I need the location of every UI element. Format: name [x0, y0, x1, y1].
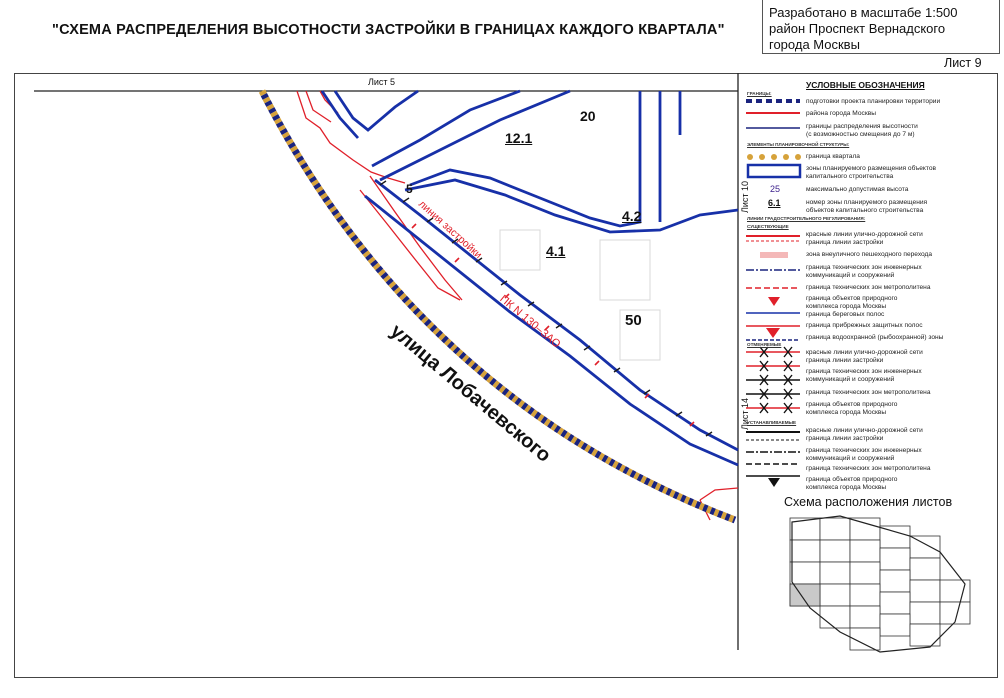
sheet-number: Лист 9: [944, 56, 982, 70]
sheet-ref-top: Лист 5: [368, 77, 396, 87]
legend-item-red-lines: красные линии улично-дорожной сети: [806, 231, 923, 238]
legend-item-tech-zones-2: коммуникаций и сооружений: [806, 272, 895, 279]
legend-item-cancel-nature-2: комплекса города Москвы: [806, 409, 887, 416]
legend-item-est-nature: граница объектов природного: [806, 476, 898, 483]
height-label-5: 5: [406, 182, 413, 196]
legend-item-quarter-border: граница квартала: [806, 153, 860, 160]
legend-item-tech-zones: граница технических зон инженерных: [806, 264, 922, 271]
legend-item-cancel-tech-2: коммуникаций и сооружений: [806, 376, 895, 383]
legend-title: УСЛОВНЫЕ ОБОЗНАЧЕНИЯ: [806, 80, 925, 90]
legend-item-building-line: граница линии застройки: [806, 239, 884, 246]
legend-item-pedestrian: зона внеуличного пешеходного перехода: [806, 251, 933, 258]
legend-item-est-metro: граница технических зон метрополитена: [806, 465, 931, 472]
legend-item-zone-number-2: объектов капитального строительства: [806, 207, 924, 214]
legend-item-cancel-tech: граница технических зон инженерных: [806, 368, 922, 375]
legend-item-zone-2: капитального строительства: [806, 173, 894, 180]
height-label-20: 20: [580, 108, 596, 124]
legend-symbols-established: [746, 431, 800, 487]
sheet-layout-diagram: [789, 515, 971, 653]
legend-section-borders: ГРАНИЦЫ:: [747, 91, 772, 96]
building-line-ticks: [379, 180, 713, 437]
legend-item-est-tech-2: коммуникаций и сооружений: [806, 455, 895, 462]
legend-item-nature-2: комплекса города Москвы: [806, 303, 887, 310]
quarter-boundary-gold: [258, 89, 737, 524]
legend-item-nature: граница объектов природного: [806, 295, 898, 302]
map-frame: [14, 73, 998, 678]
legend-section-lines: ЛИНИИ ГРАДОСТРОИТЕЛЬНОГО РЕГУЛИРОВАНИЯ:: [747, 216, 866, 221]
page-title: "СХЕМА РАСПРЕДЕЛЕНИЯ ВЫСОТНОСТИ ЗАСТРОЙК…: [52, 22, 725, 38]
legend-item-zone: зоны планируемого размещения объектов: [806, 165, 936, 172]
legend-item-zone-number: номер зоны планируемого размещения: [806, 199, 928, 206]
stamp-line-district: район Проспект Вернадского: [769, 21, 946, 36]
legend-item-est-tech: граница технических зон инженерных: [806, 447, 922, 454]
sheet-layout-title: Схема расположения листов: [784, 495, 953, 509]
legend-item-est-red: красные линии улично-дорожной сети: [806, 427, 923, 434]
red-line-ticks: [411, 223, 695, 427]
quarter-zone-boundaries: [320, 89, 739, 467]
legend-item-height-border-note: (с возможностью смещения до 7 м): [806, 131, 915, 138]
existing-buildings: [499, 229, 661, 361]
legend-symbol-zone: [746, 163, 802, 179]
legend-section-elements: ЭЛЕМЕНТЫ ПЛАНИРОВОЧНОЙ СТРУКТУРЫ:: [747, 142, 850, 147]
legend-item-water: граница водоохранной (рыбоохранной) зоны: [806, 334, 944, 341]
legend-item-coastal: граница прибрежных защитных полос: [806, 322, 923, 329]
legend-item-cancel-building: граница линии застройки: [806, 357, 884, 364]
zone-label-4-1: 4.1: [546, 243, 566, 259]
district-outline: [791, 515, 966, 653]
legend-item-shore: граница береговых полос: [806, 311, 885, 318]
stamp-line-city: города Москвы: [769, 37, 860, 52]
zone-label-4-2: 4.2: [622, 208, 642, 224]
legend-sub-existing: СУЩЕСТВУЮЩИЕ: [747, 224, 789, 229]
legend-symbols-cancelled: [746, 346, 800, 414]
legend-item-height: максимально допустимая высота: [806, 186, 909, 193]
legend-item-cancel-nature: граница объектов природного: [806, 401, 898, 408]
legend-symbols-existing-lines: [746, 235, 800, 341]
current-sheet-highlight: [789, 583, 821, 607]
legend-height-sample: 25: [770, 184, 781, 194]
zone-label-12-1: 12.1: [505, 130, 533, 146]
legend-item-cancel-red: красные линии улично-дорожной сети: [806, 349, 923, 356]
legend-sub-established: УСТАНАВЛИВАЕМЫЕ: [747, 420, 797, 425]
title-stamp: Разработано в масштабе 1:500 район Просп…: [762, 0, 1000, 54]
legend-item-cancel-metro: граница технических зон метрополитена: [806, 389, 931, 396]
legend-symbol-quarter-border: [747, 154, 801, 160]
legend-item-height-border: границы распределения высотности: [806, 123, 918, 130]
legend-item-est-building: граница линии застройки: [806, 435, 884, 442]
legend-item-project-border: подготовки проекта планировки территории: [806, 98, 941, 105]
legend-zone-sample: 6.1: [768, 198, 781, 208]
stamp-line-scale: Разработано в масштабе 1:500: [769, 5, 958, 20]
legend-item-metro: граница технических зон метрополитена: [806, 284, 931, 291]
legend-item-est-nature-2: комплекса города Москвы: [806, 484, 887, 491]
legend-sub-cancelled: ОТМЕНЯЕМЫЕ: [747, 342, 782, 347]
height-label-50: 50: [625, 312, 642, 329]
legend-item-district-border: района города Москвы: [806, 110, 876, 117]
